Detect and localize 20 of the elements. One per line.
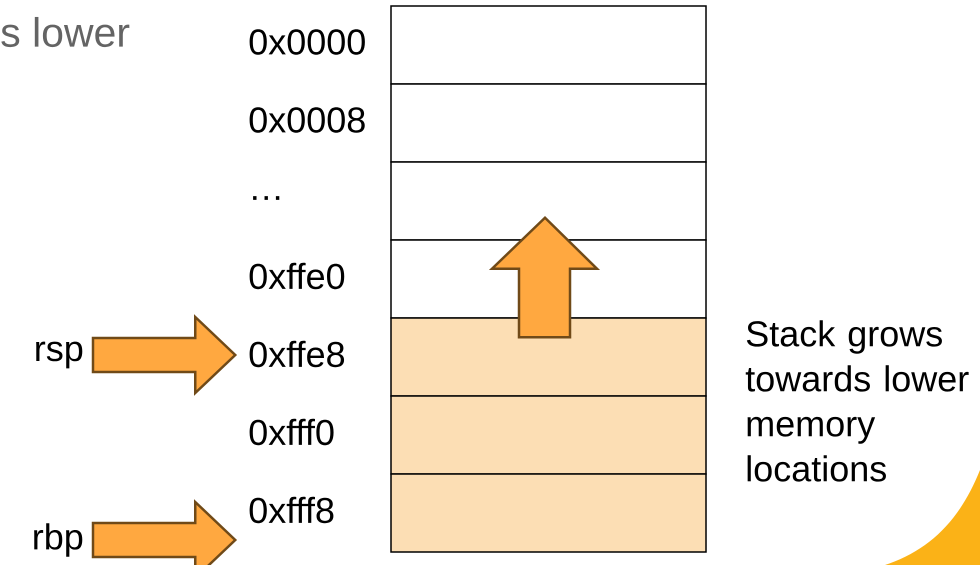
address-label: 0x0000 [250,29,365,55]
address-label: 0xffe0 [250,262,344,290]
memory-cell [390,317,707,397]
address-label: 0xffe8 [250,340,344,368]
register-label: rbp [34,523,82,557]
register-label: rsp [36,342,82,368]
address-label: 0xfff8 [250,496,334,524]
block-arrow [488,216,600,338]
memory-cell [390,5,707,85]
block-arrow [92,499,238,565]
memory-cell [390,161,707,241]
address-label: 0x0008 [250,107,365,133]
address-label: … [253,196,280,200]
memory-cell [390,473,707,553]
memory-cell [390,83,707,163]
address-label: 0xfff0 [250,418,334,446]
memory-cell [390,395,707,475]
note-text: Stack grows towards lower memory locations [746,320,969,482]
block-arrow [92,314,238,396]
heading-fragment: s lower [1,16,130,48]
